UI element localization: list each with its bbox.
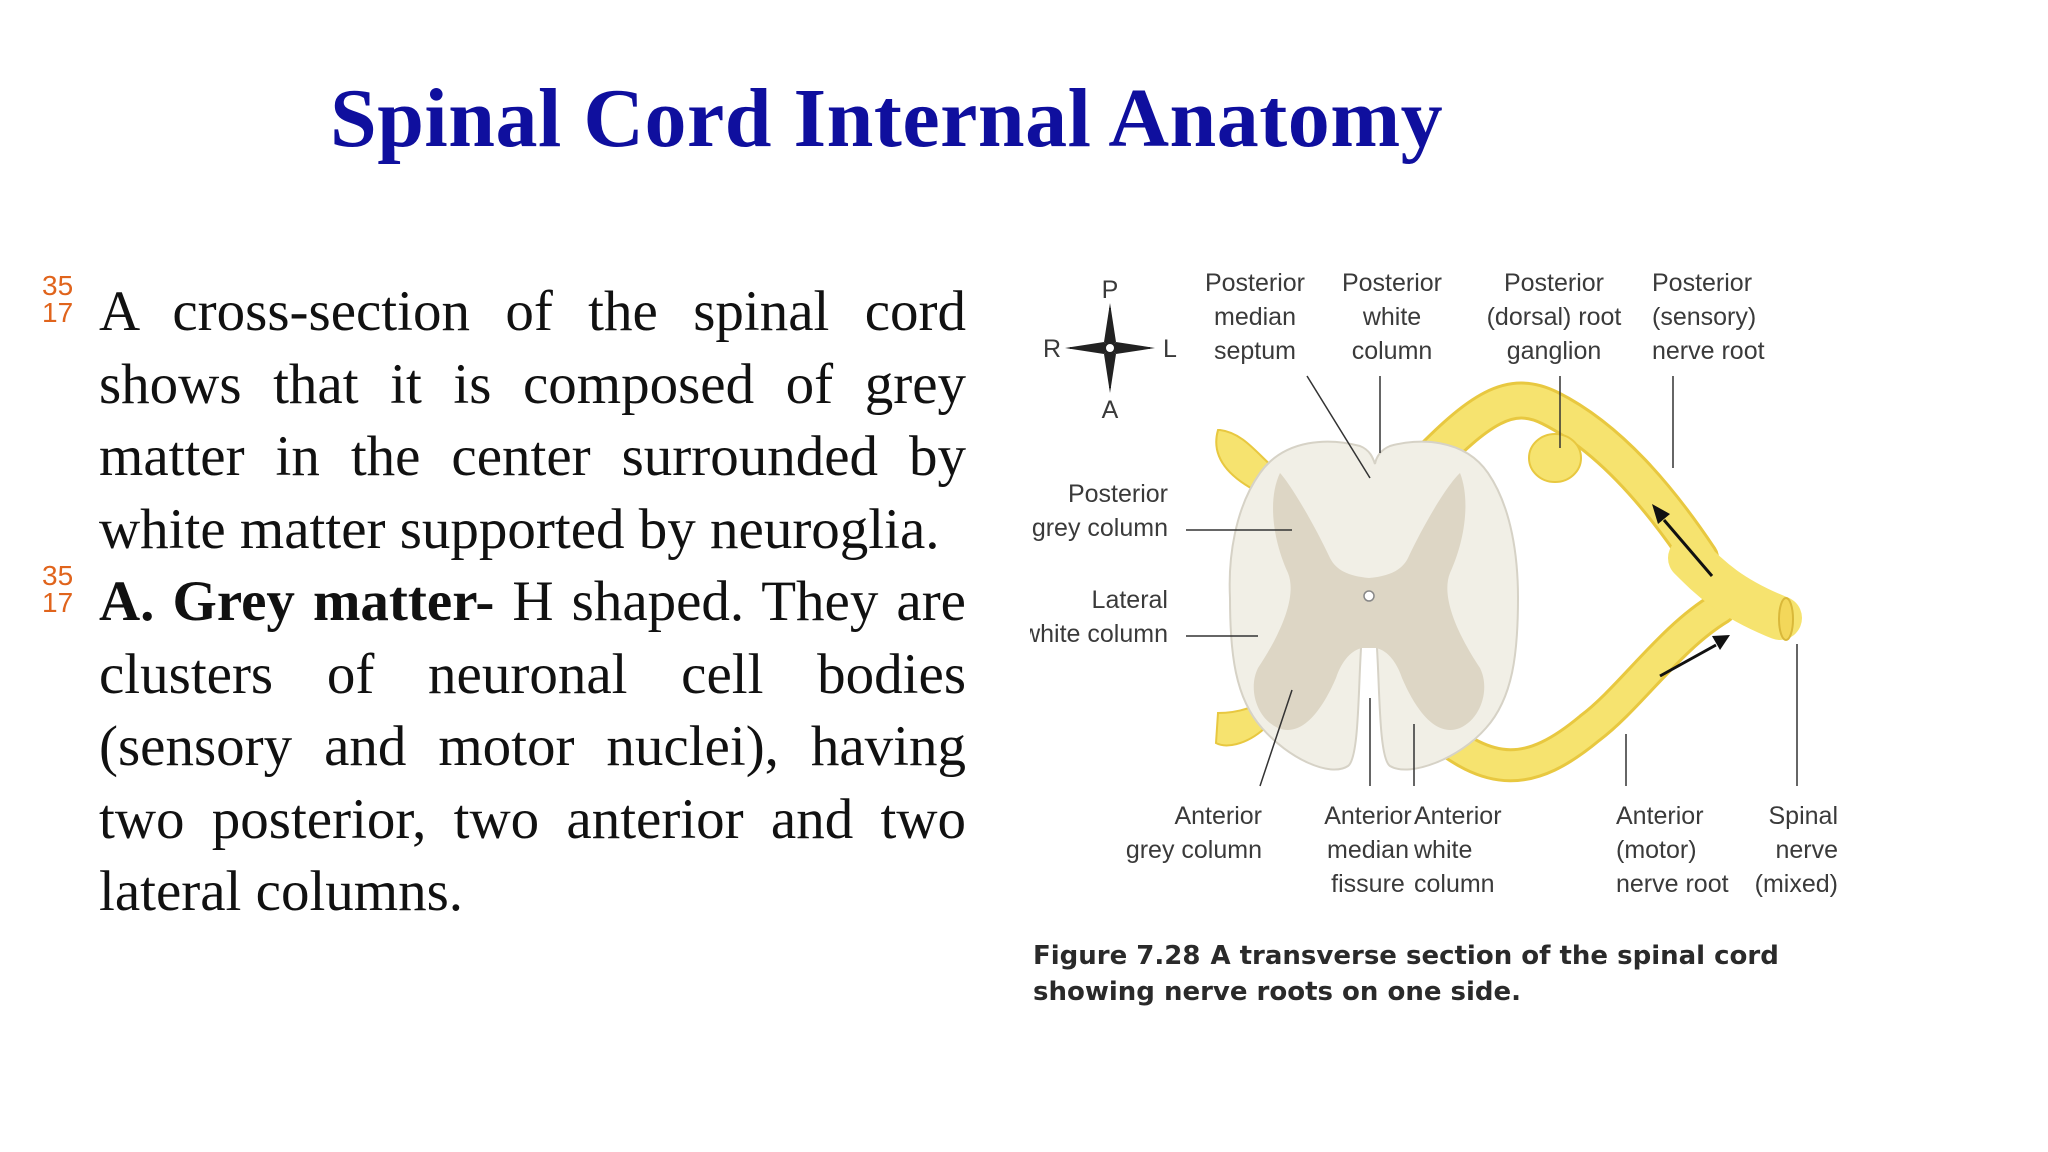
svg-text:column: column [1352, 337, 1433, 365]
spinal-cord-figure: P A R L [1030, 258, 1910, 1018]
compass-a-label: A [1102, 396, 1119, 424]
figure-number: Figure 7.28 [1033, 941, 1201, 971]
marker-top: 35 [42, 270, 74, 301]
compass-l-label: L [1163, 335, 1177, 363]
svg-text:nerve: nerve [1775, 836, 1838, 864]
svg-text:Posterior: Posterior [1342, 269, 1442, 297]
svg-text:Posterior: Posterior [1504, 269, 1604, 297]
compass-icon [1065, 303, 1155, 393]
svg-text:median: median [1214, 303, 1296, 331]
svg-text:column: column [1414, 870, 1495, 898]
svg-text:nerve root: nerve root [1652, 337, 1765, 365]
svg-text:septum: septum [1214, 337, 1296, 365]
label-lateral-white-column: Lateral white column [1030, 586, 1168, 648]
svg-text:white: white [1413, 836, 1472, 864]
label-posterior-nerve-root: Posterior (sensory) nerve root [1652, 269, 1765, 365]
svg-text:median: median [1327, 836, 1409, 864]
label-posterior-median-septum: Posterior median septum [1205, 269, 1305, 365]
label-posterior-grey-column: Posterior grey column [1032, 480, 1168, 542]
marker-top: 35 [42, 560, 74, 591]
svg-text:Posterior: Posterior [1068, 480, 1168, 508]
paragraph-text: A cross-section of the spinal cord shows… [99, 280, 966, 561]
nerve-roots [1401, 381, 1802, 783]
central-canal [1363, 590, 1375, 602]
svg-text:white: white [1362, 303, 1421, 331]
slide-title: Spinal Cord Internal Anatomy [330, 72, 1444, 165]
svg-text:(motor): (motor) [1616, 836, 1697, 864]
label-anterior-nerve-root: Anterior (motor) nerve root [1616, 802, 1729, 898]
svg-text:fissure: fissure [1331, 870, 1405, 898]
svg-text:Anterior: Anterior [1174, 802, 1262, 830]
svg-text:Spinal: Spinal [1769, 802, 1839, 830]
spinal-cord-diagram: P A R L [1030, 269, 1838, 898]
svg-text:Anterior: Anterior [1414, 802, 1502, 830]
leader-lines [1186, 375, 1798, 787]
label-posterior-white-column: Posterior white column [1342, 269, 1442, 365]
motor-direction-arrow [1659, 635, 1730, 678]
svg-text:white column: white column [1030, 620, 1168, 648]
marker-bottom: 17 [42, 587, 74, 618]
label-anterior-median-fissure: Anterior median fissure [1324, 802, 1412, 898]
label-anterior-grey-column: Anterior grey column [1126, 802, 1262, 864]
label-spinal-nerve: Spinal nerve (mixed) [1755, 802, 1838, 898]
sensory-direction-arrow [1652, 504, 1714, 577]
svg-text:Anterior: Anterior [1324, 802, 1412, 830]
svg-text:nerve root: nerve root [1616, 870, 1729, 898]
label-anterior-white-column: Anterior white column [1413, 802, 1502, 898]
label-posterior-root-ganglion: Posterior (dorsal) root ganglion [1487, 269, 1622, 365]
svg-text:ganglion: ganglion [1507, 337, 1602, 365]
svg-text:(mixed): (mixed) [1755, 870, 1838, 898]
marker-bottom: 17 [42, 297, 74, 328]
compass-p-label: P [1102, 276, 1119, 304]
svg-text:Posterior: Posterior [1652, 269, 1752, 297]
paragraph-lead: A. Grey matter- [99, 570, 495, 633]
svg-text:grey column: grey column [1032, 514, 1168, 542]
figure-caption-text: A transverse section of the spinal cord … [1033, 941, 1779, 1007]
svg-text:grey column: grey column [1126, 836, 1262, 864]
svg-text:Lateral: Lateral [1092, 586, 1168, 614]
svg-text:(sensory): (sensory) [1652, 303, 1756, 331]
compass-r-label: R [1043, 335, 1061, 363]
svg-text:Posterior: Posterior [1205, 269, 1305, 297]
paragraph-text: H shaped. They are clusters of neuronal … [99, 570, 966, 923]
svg-text:(dorsal) root: (dorsal) root [1487, 303, 1622, 331]
svg-text:Anterior: Anterior [1616, 802, 1704, 830]
